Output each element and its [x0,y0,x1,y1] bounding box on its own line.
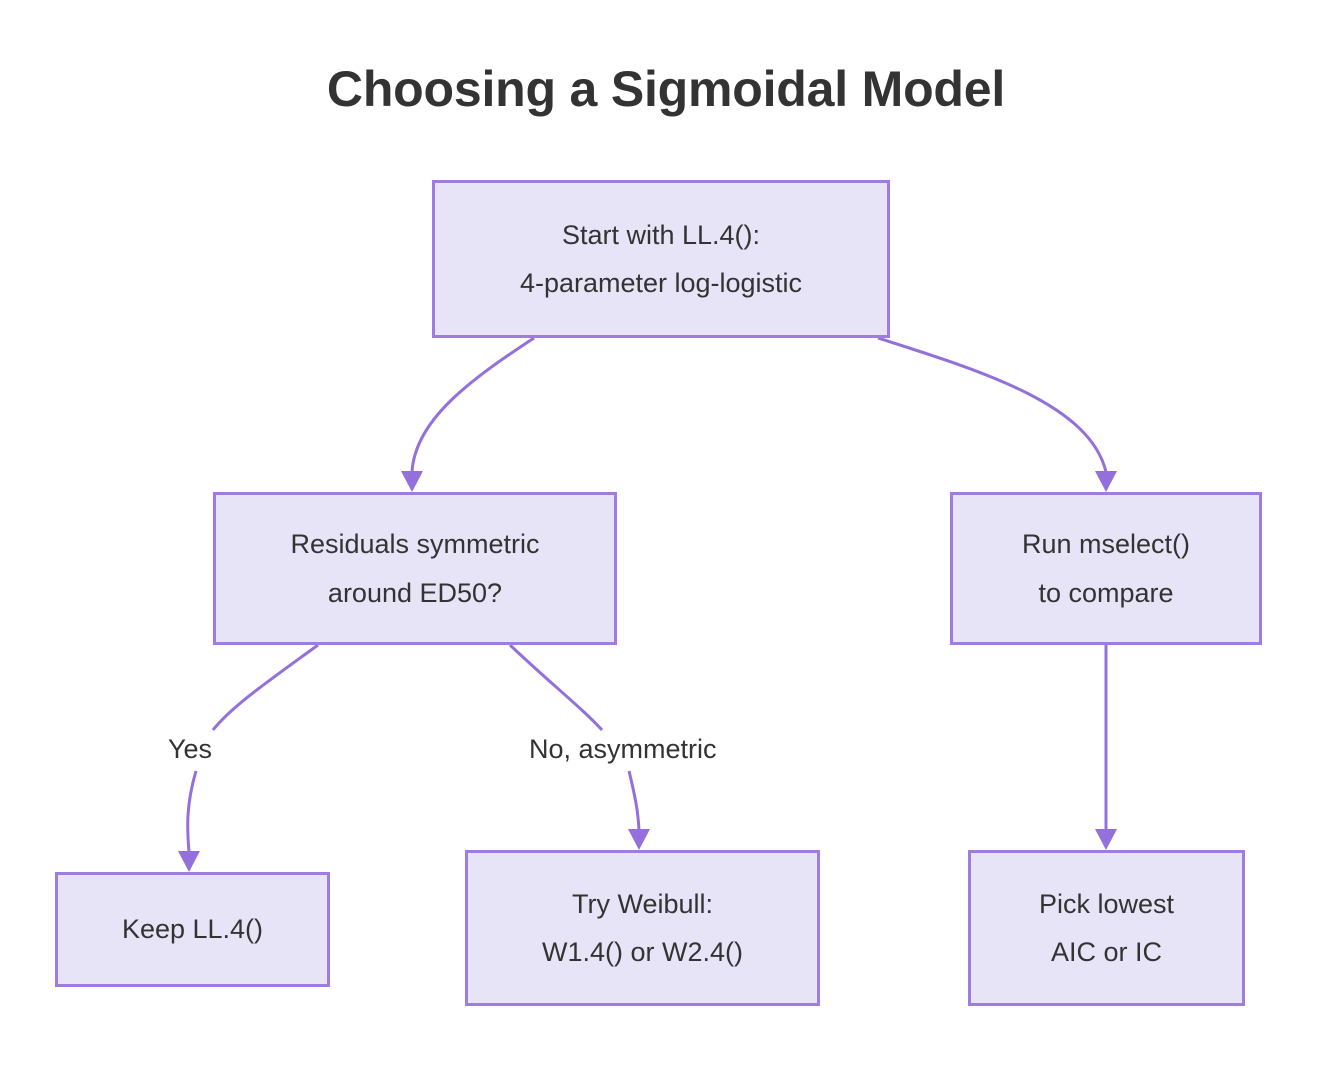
keep-node-line-1: Keep LL.4() [121,914,264,945]
residuals-node-line-1: Residuals symmetric [290,529,540,560]
edge-label-no-asymmetric: No, asymmetric [525,731,721,768]
weibull-node[interactable]: Try Weibull: W1.4() or W2.4() [465,850,820,1006]
edge-label-yes: Yes [164,731,217,768]
start-node-line-1: Start with LL.4(): [561,219,761,250]
mselect-node[interactable]: Run mselect() to compare [950,492,1262,645]
page-title: Choosing a Sigmoidal Model [326,61,1006,117]
weibull-node-line-1: Try Weibull: [571,888,714,919]
edge-residuals-to-weibull [508,643,650,850]
weibull-node-line-2: W1.4() or W2.4() [541,937,743,967]
pick-lowest-node[interactable]: Pick lowest AIC or IC [968,850,1245,1006]
start-node-line-2: 4-parameter log-logistic [519,268,803,298]
edge-start-to-residuals [401,336,535,492]
residuals-node-line-2: around ED50? [327,577,503,608]
edge-mselect-to-pick [1095,645,1117,850]
pick-node-line-1: Pick lowest [1038,888,1175,919]
edge-residuals-to-keep [178,643,319,872]
mselect-node-line-2: to compare [1038,577,1174,608]
start-node[interactable]: Start with LL.4(): 4-parameter log-logis… [432,180,890,338]
keep-ll4-node[interactable]: Keep LL.4() [55,872,330,987]
residuals-decision-node[interactable]: Residuals symmetric around ED50? [213,492,617,645]
pick-node-line-2: AIC or IC [1050,937,1163,967]
mselect-node-line-1: Run mselect() [1021,529,1191,560]
edge-start-to-mselect [877,336,1117,492]
